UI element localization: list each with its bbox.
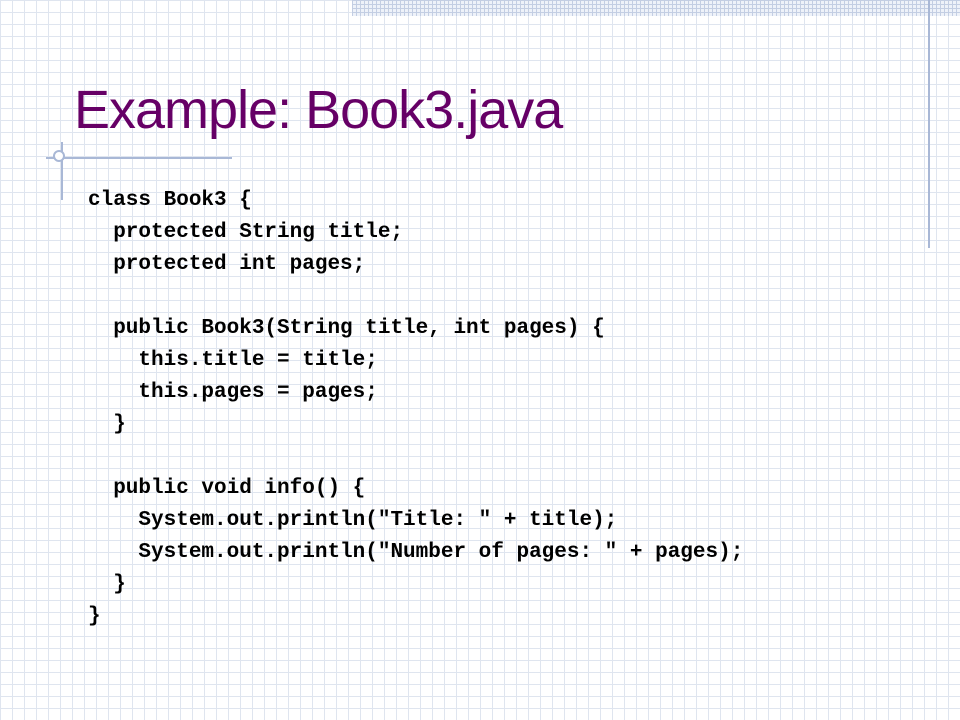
corner-ring-ornament <box>53 150 65 162</box>
code-line: this.title = title; <box>88 349 378 372</box>
code-line: System.out.println("Number of pages: " +… <box>88 541 744 564</box>
code-line: } <box>88 605 101 628</box>
top-decorative-band <box>352 0 960 16</box>
left-vertical-rule <box>61 142 63 200</box>
code-line: } <box>88 573 126 596</box>
right-vertical-rule <box>928 0 930 248</box>
code-block: class Book3 { protected String title; pr… <box>88 186 928 628</box>
code-line: this.pages = pages; <box>88 381 378 404</box>
code-line: } <box>88 413 126 436</box>
code-line: public Book3(String title, int pages) { <box>88 317 605 340</box>
code-line: protected int pages; <box>88 253 366 276</box>
code-line: System.out.println("Title: " + title); <box>88 509 618 532</box>
title-underline-rule <box>46 157 232 159</box>
code-line: public void info() { <box>88 477 366 500</box>
code-line: class Book3 { <box>88 189 252 212</box>
code-line: protected String title; <box>88 221 404 244</box>
slide-title: Example: Book3.java <box>74 80 563 140</box>
